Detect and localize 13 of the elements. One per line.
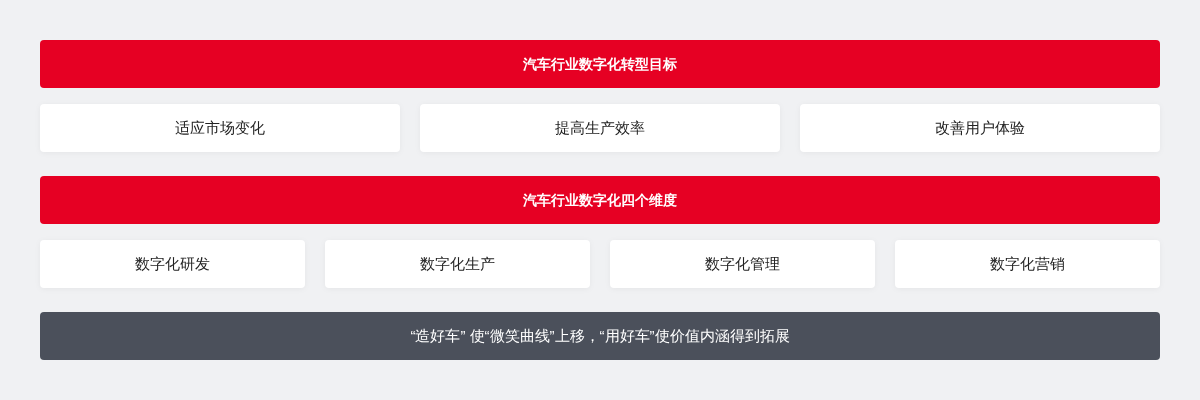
summary-text: “造好车” 使“微笑曲线”上移，“用好车”使价值内涵得到拓展 (410, 326, 790, 346)
card-label: 数字化营销 (990, 254, 1065, 274)
card-label: 数字化生产 (420, 254, 495, 274)
summary-bar (40, 312, 1160, 360)
card-label: 适应市场变化 (175, 118, 265, 138)
section-header-bar (40, 176, 1160, 224)
card-label: 改善用户体验 (935, 118, 1025, 138)
card-label: 提高生产效率 (555, 118, 645, 138)
section-header-bar (40, 40, 1160, 88)
section-title: 汽车行业数字化四个维度 (523, 190, 677, 210)
section-title: 汽车行业数字化转型目标 (523, 54, 677, 74)
card-label: 数字化管理 (705, 254, 780, 274)
card-label: 数字化研发 (135, 254, 210, 274)
